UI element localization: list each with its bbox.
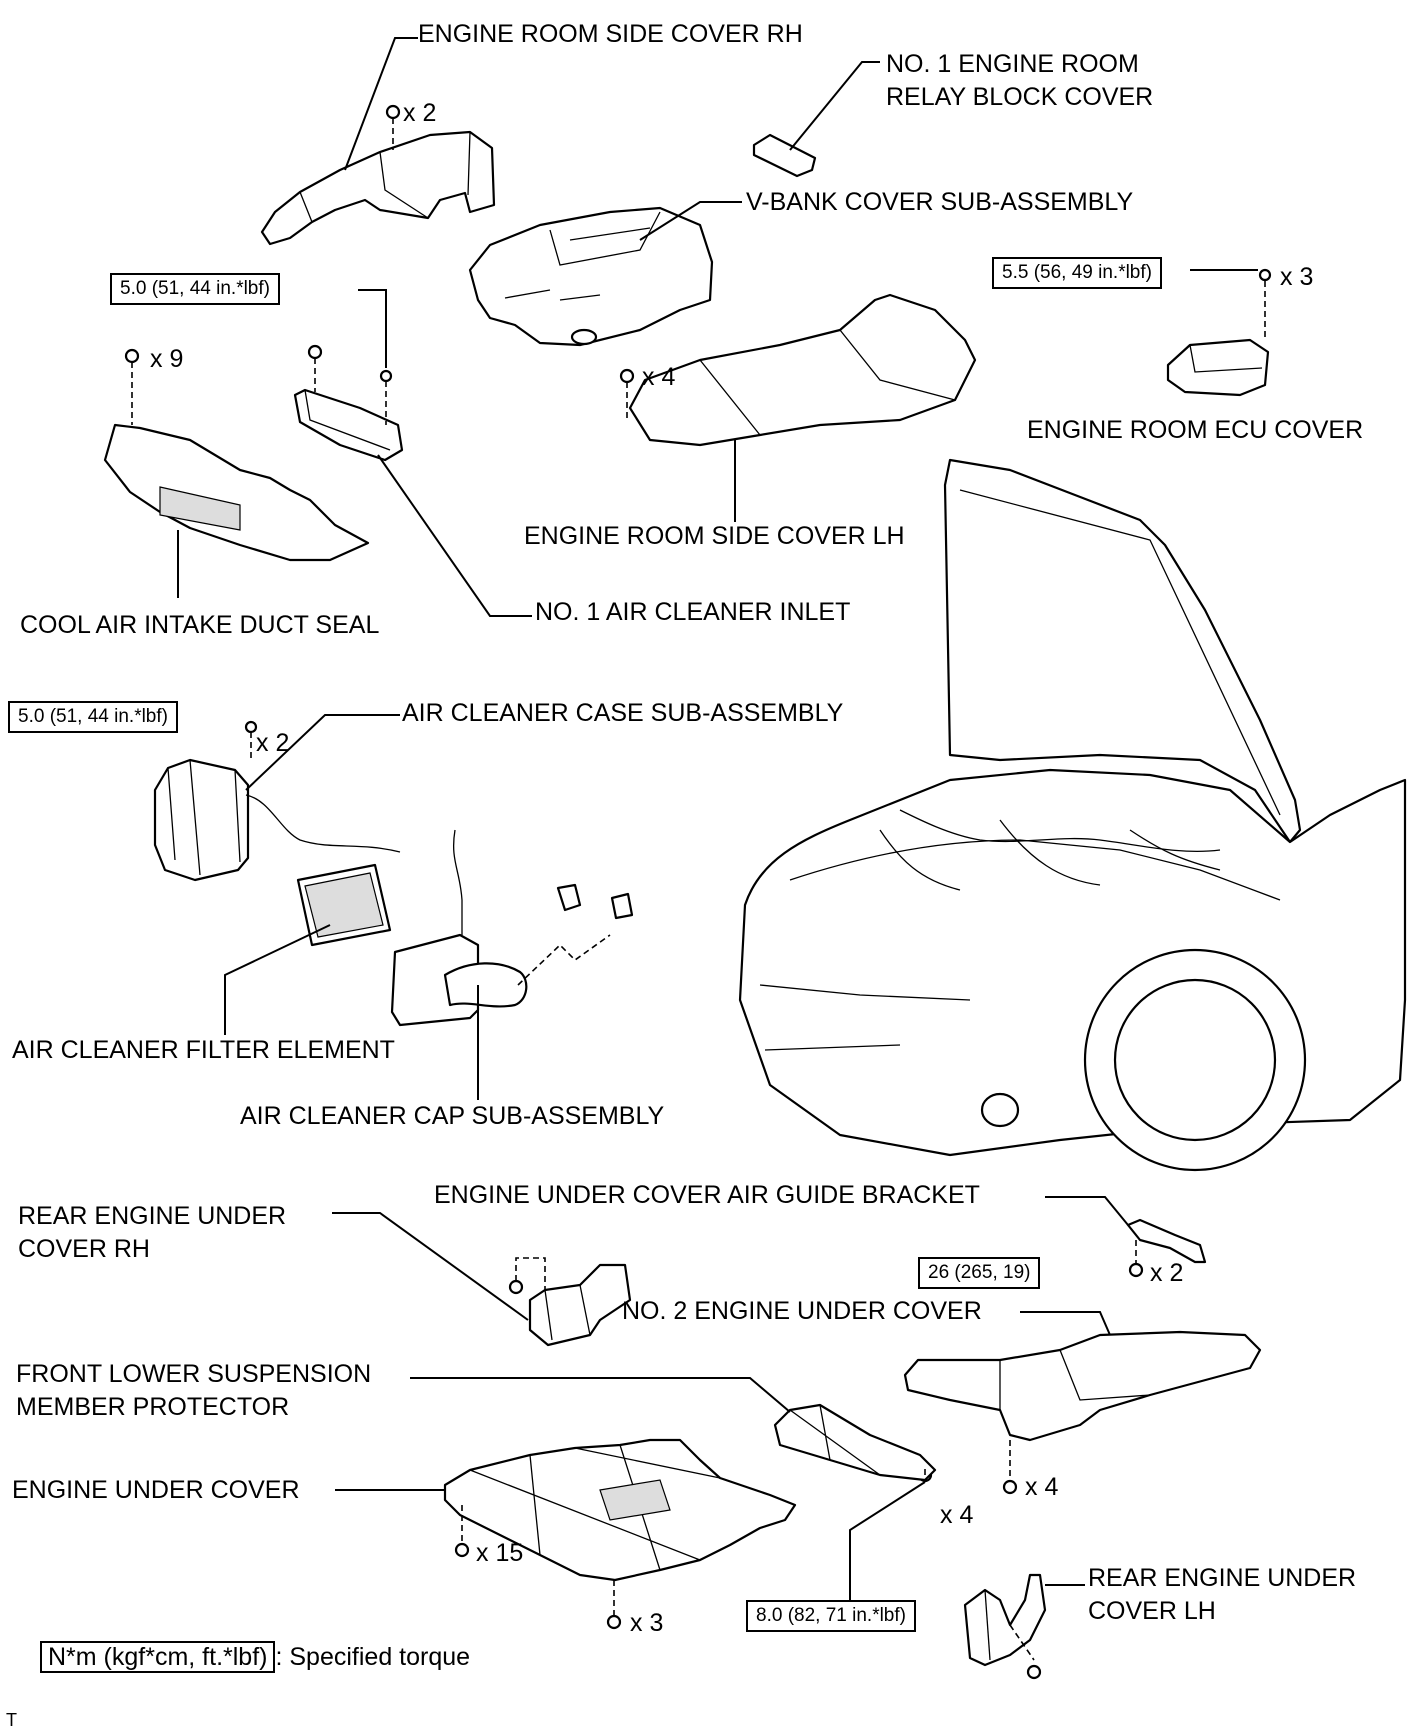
torque-air-cleaner-case: 5.0 (51, 44 in.*lbf) <box>8 701 178 733</box>
torque-legend-text: : Specified torque <box>275 1643 471 1671</box>
label-engine-room-side-cover-lh: ENGINE ROOM SIDE COVER LH <box>524 522 905 550</box>
qty-side-cover-lh: x 4 <box>642 363 676 391</box>
vehicle-illustration <box>738 458 1407 1172</box>
qty-air-cleaner-case: x 2 <box>256 729 290 757</box>
qty-engine-under-cover-b: x 3 <box>630 1609 664 1637</box>
qty-duct-seal: x 9 <box>150 345 184 373</box>
label-engine-room-side-cover-rh: ENGINE ROOM SIDE COVER RH <box>418 20 803 48</box>
torque-air-cleaner-inlet: 5.0 (51, 44 in.*lbf) <box>110 273 280 305</box>
label-air-cleaner-cap: AIR CLEANER CAP SUB-ASSEMBLY <box>240 1102 665 1130</box>
engine-room-side-cover-lh-part <box>626 293 977 522</box>
label-air-cleaner-case: AIR CLEANER CASE SUB-ASSEMBLY <box>402 699 844 727</box>
label-suspension-protector: FRONT LOWER SUSPENSION MEMBER PROTECTOR <box>16 1360 372 1421</box>
label-engine-room-ecu-cover: ENGINE ROOM ECU COVER <box>1027 416 1364 444</box>
air-cleaner-inlet-part <box>293 289 532 617</box>
corner-mark: T <box>6 1710 17 1730</box>
relay-block-cover-part <box>752 61 880 178</box>
label-rear-under-cover-lh: REAR ENGINE UNDER COVER LH <box>1088 1564 1357 1625</box>
v-bank-cover-part <box>468 201 742 347</box>
qty-ecu-cover: x 3 <box>1280 263 1314 291</box>
label-relay-block-cover: NO. 1 ENGINE ROOM RELAY BLOCK COVER <box>886 50 1154 111</box>
torque-ecu-cover: 5.5 (56, 49 in.*lbf) <box>992 257 1162 289</box>
air-cleaner-filter-element-part <box>224 863 392 1035</box>
label-v-bank-cover: V-BANK COVER SUB-ASSEMBLY <box>746 188 1134 216</box>
label-rear-under-cover-rh: REAR ENGINE UNDER COVER RH <box>18 1202 287 1263</box>
qty-engine-under-cover-a: x 15 <box>476 1539 524 1567</box>
label-air-cleaner-inlet: NO. 1 AIR CLEANER INLET <box>535 598 851 626</box>
qty-suspension-protector: x 4 <box>940 1501 974 1529</box>
qty-no2-under-cover: x 4 <box>1025 1473 1059 1501</box>
engine-room-side-cover-rh-part <box>260 37 496 246</box>
label-air-cleaner-filter-element: AIR CLEANER FILTER ELEMENT <box>12 1036 395 1064</box>
cool-air-intake-duct-seal-part <box>103 362 370 598</box>
rear-under-cover-lh-part <box>963 1573 1085 1667</box>
label-engine-under-cover: ENGINE UNDER COVER <box>12 1476 300 1504</box>
engine-under-cover-part <box>335 1438 797 1616</box>
qty-air-guide-bracket: x 2 <box>1150 1259 1184 1287</box>
rear-under-cover-rh-part <box>332 1212 632 1347</box>
suspension-protector-part <box>410 1377 937 1600</box>
no2-engine-under-cover-part <box>903 1311 1262 1480</box>
label-air-guide-bracket: ENGINE UNDER COVER AIR GUIDE BRACKET <box>434 1181 980 1209</box>
air-cleaner-cap-part <box>390 829 634 1100</box>
label-cool-air-intake-duct-seal: COOL AIR INTAKE DUCT SEAL <box>20 611 380 639</box>
torque-unit-box: N*m (kgf*cm, ft.*lbf) <box>40 1641 276 1673</box>
air-guide-bracket-part <box>1045 1196 1207 1264</box>
ecu-cover-part <box>1166 269 1270 397</box>
torque-suspension-protector: 8.0 (82, 71 in.*lbf) <box>746 1600 916 1632</box>
qty-side-cover-rh: x 2 <box>403 99 437 127</box>
label-no2-engine-under-cover: NO. 2 ENGINE UNDER COVER <box>622 1297 982 1325</box>
torque-air-guide-bracket: 26 (265, 19) <box>918 1257 1041 1289</box>
torque-legend: N*m (kgf*cm, ft.*lbf): Specified torque <box>40 1640 470 1674</box>
air-cleaner-case-part <box>153 714 401 882</box>
